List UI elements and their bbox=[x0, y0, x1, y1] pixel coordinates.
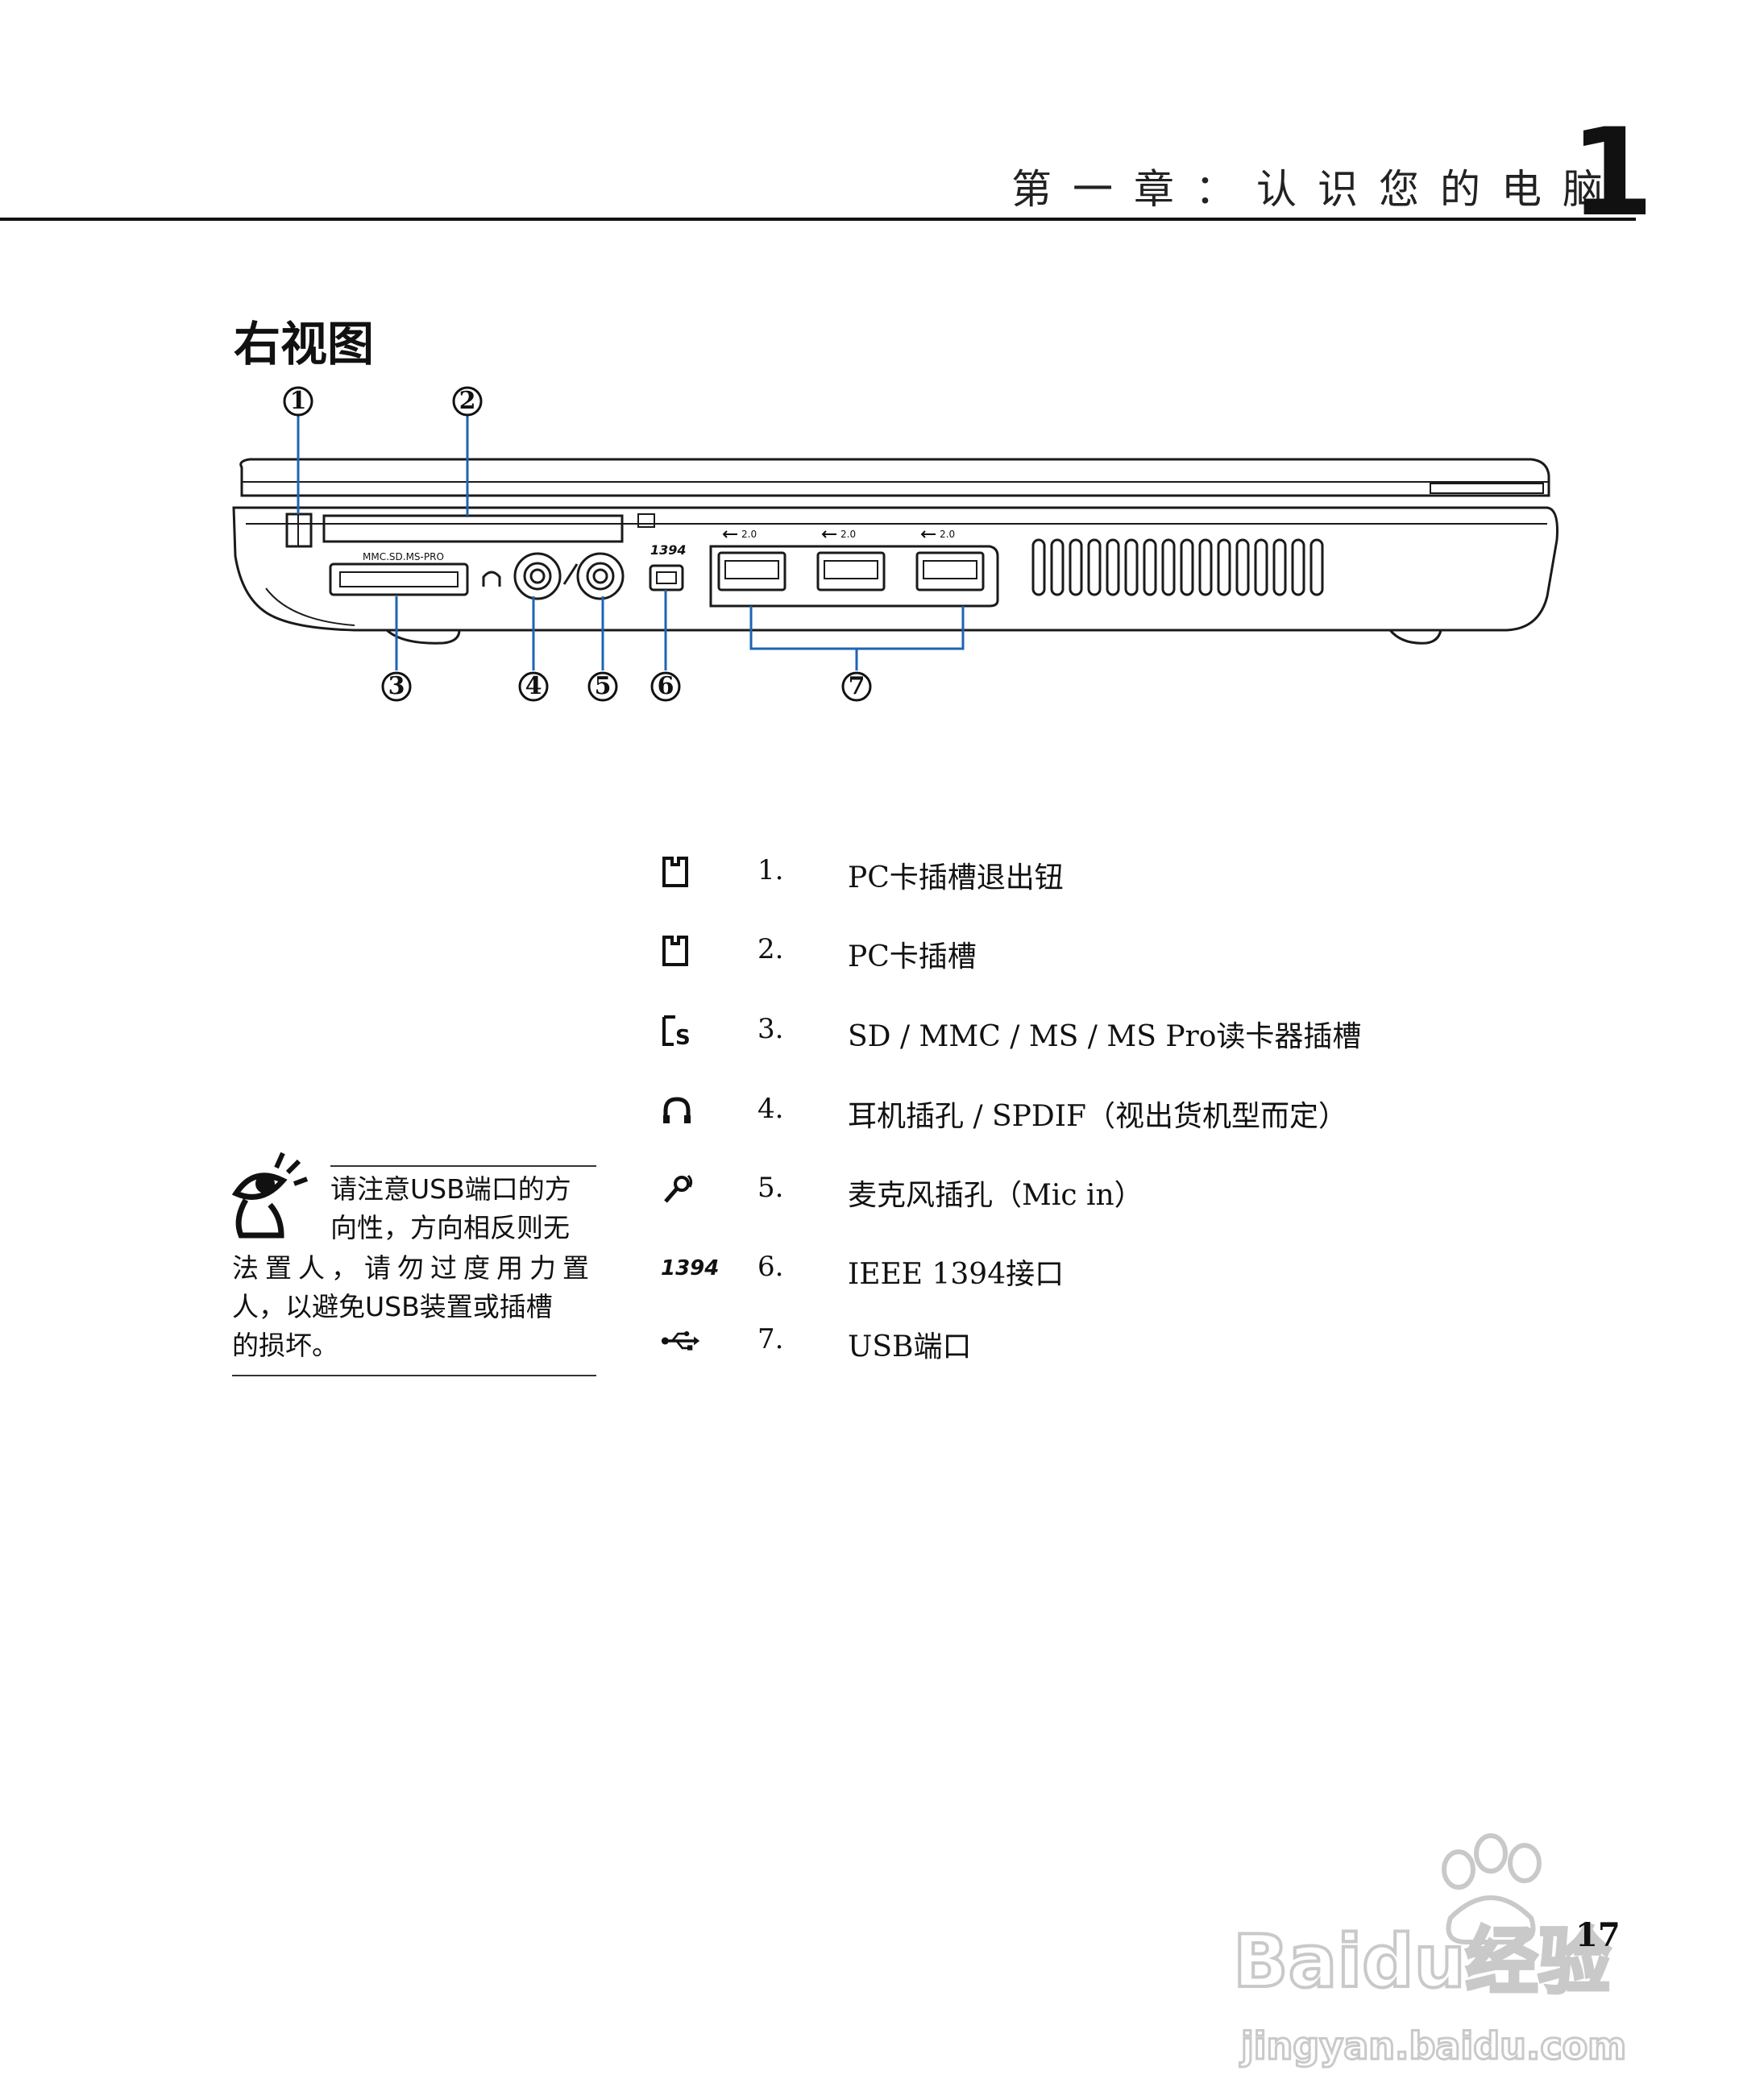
legend-label: 耳机插孔 / SPDIF（视出货机型而定） bbox=[848, 1100, 1347, 1133]
note-line-4: 人，以避免USB装置或插槽 bbox=[232, 1291, 553, 1322]
eye-note-icon bbox=[231, 1152, 309, 1239]
ieee1394-icon: 1394 bbox=[661, 1256, 720, 1280]
chapter-number: 1 bbox=[1570, 103, 1654, 243]
legend-label: USB端口 bbox=[848, 1330, 972, 1363]
legend-number: 5. bbox=[757, 1172, 784, 1204]
legend-item: 7. USB端口 bbox=[661, 1315, 1467, 1363]
svg-text:jingyan.baidu.com: jingyan.baidu.com bbox=[1239, 2024, 1626, 2068]
legend-item: 5. 麦克风插孔（Mic in） bbox=[661, 1164, 1467, 1212]
note-line-3: 法置人，请勿过度用力置 bbox=[232, 1252, 596, 1284]
pc-card-icon bbox=[661, 935, 701, 967]
note-rule-bottom bbox=[232, 1375, 596, 1376]
legend-label: PC卡插槽退出钮 bbox=[848, 861, 1064, 894]
legend-item: S 3. SD / MMC / MS / MS Pro读卡器插槽 bbox=[661, 1005, 1467, 1053]
svg-text:S: S bbox=[675, 1026, 691, 1048]
legend-number: 7. bbox=[757, 1323, 784, 1355]
callout-5: 5 bbox=[595, 672, 612, 700]
note-line-5: 的损坏。 bbox=[232, 1330, 338, 1361]
legend-item: 1. PC卡插槽退出钮 bbox=[661, 846, 1467, 894]
svg-text:Baidu经验: Baidu经验 bbox=[1233, 1919, 1611, 2004]
legend-number: 1. bbox=[757, 854, 784, 886]
legend-label: SD / MMC / MS / MS Pro读卡器插槽 bbox=[848, 1020, 1362, 1053]
legend-item: 2. PC卡插槽 bbox=[661, 925, 1467, 973]
callout-3: 3 bbox=[388, 672, 405, 700]
callout-1: 1 bbox=[290, 387, 307, 415]
svg-text:1394: 1394 bbox=[650, 542, 687, 558]
legend-number: 4. bbox=[757, 1093, 784, 1125]
microphone-icon bbox=[661, 1173, 701, 1206]
legend-label: 麦克风插孔（Mic in） bbox=[848, 1179, 1143, 1212]
note-rule-top bbox=[330, 1165, 596, 1167]
callout-6: 6 bbox=[658, 672, 674, 700]
legend-item: 1394 6. IEEE 1394接口 bbox=[661, 1243, 1467, 1291]
legend-number: 3. bbox=[757, 1013, 784, 1045]
svg-text:2.0: 2.0 bbox=[940, 529, 955, 540]
section-title: 右视图 bbox=[234, 317, 375, 371]
svg-text:2.0: 2.0 bbox=[741, 529, 757, 540]
baidu-watermark: Baidu经验 jingyan.baidu.com bbox=[1231, 1833, 1628, 2069]
header-rule bbox=[0, 218, 1636, 221]
legend-label: PC卡插槽 bbox=[848, 940, 977, 973]
usb-icon bbox=[661, 1325, 701, 1357]
callout-7: 7 bbox=[849, 672, 865, 700]
callout-2: 2 bbox=[459, 387, 476, 415]
legend-number: 6. bbox=[757, 1251, 784, 1283]
pc-card-icon bbox=[661, 856, 701, 888]
chapter-title: 第一章：认识您的电脑 bbox=[1011, 166, 1624, 213]
sd-card-icon: S bbox=[661, 1015, 701, 1048]
svg-text:MMC.SD.MS-PRO: MMC.SD.MS-PRO bbox=[363, 551, 444, 562]
page-number: 17 bbox=[1575, 1916, 1621, 1954]
laptop-right-side-diagram: 2.0 2.0 2.0 MMC.SD.MS-PRO 1394 1 2 3 4 5 bbox=[232, 386, 1558, 702]
note-line-2: 向性，方向相反则无 bbox=[330, 1212, 570, 1243]
legend-number: 2. bbox=[757, 933, 784, 965]
note-line-1: 请注意USB端口的方 bbox=[330, 1173, 571, 1205]
legend-label: IEEE 1394接口 bbox=[848, 1258, 1065, 1291]
callout-4: 4 bbox=[525, 672, 542, 700]
svg-text:2.0: 2.0 bbox=[840, 529, 856, 540]
legend-item: 4. 耳机插孔 / SPDIF（视出货机型而定） bbox=[661, 1085, 1467, 1133]
headphone-icon bbox=[661, 1094, 701, 1127]
